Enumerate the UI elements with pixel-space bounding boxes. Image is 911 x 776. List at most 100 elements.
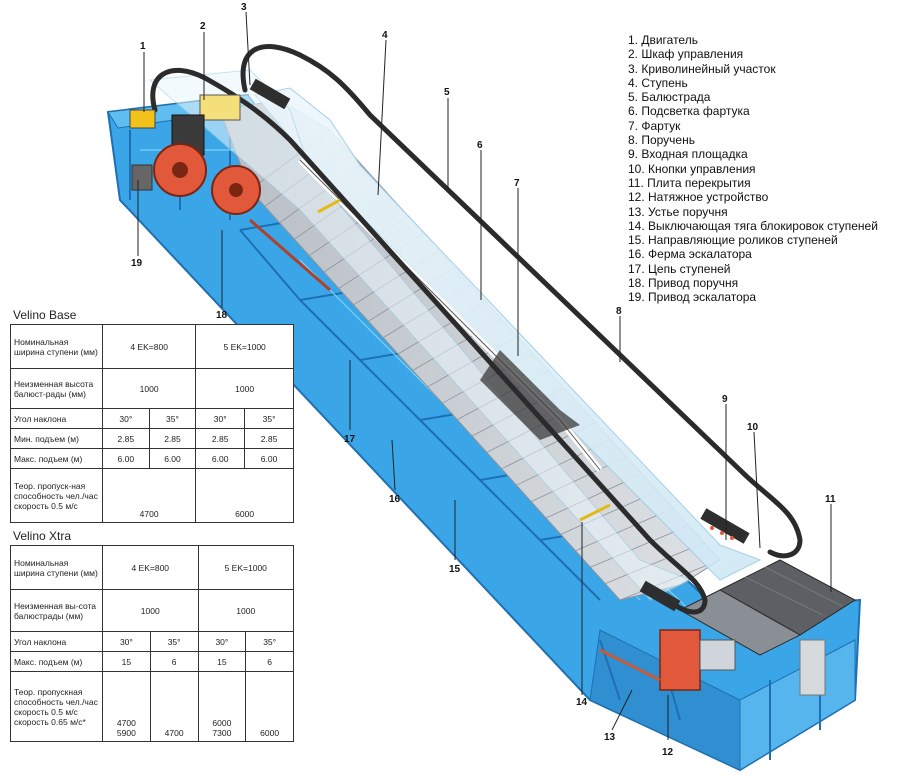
xtra-capacity-label: Теор. пропускная способность чел./час ск… [10, 671, 103, 742]
base-min-rise-cell: 2.85 [102, 428, 150, 449]
newel-controls [249, 78, 750, 612]
skirt [480, 350, 580, 440]
base-min-rise-label: Мин. подъем (м) [10, 428, 103, 449]
base-angle-cell: 30° [195, 408, 246, 429]
legend-item: 1. Двигатель [628, 33, 698, 47]
callout-8: 8 [616, 306, 622, 317]
xtra-angle-cell: 30° [102, 631, 151, 652]
base-width-label: Номинальная ширина ступени (мм) [10, 324, 103, 369]
legend-item: 4. Ступень [628, 75, 688, 90]
legend-item: 12. Натяжное устройство [628, 190, 769, 205]
legend-item: 11. Плита перекрытия [628, 175, 751, 190]
callout-14: 14 [576, 697, 588, 708]
xtra-angle-cell: 35° [149, 631, 199, 652]
table-row: Мин. подъем (м) 2.85 2.85 2.85 2.85 [10, 428, 294, 449]
table-row: Угол наклона 30° 35° 30° 35° [10, 631, 294, 652]
table-row: Неизменная высота балюст-рады (мм) 1000 … [10, 368, 294, 409]
xtra-spec-table: Номинальная ширина ступени (мм) 4 EK=800… [10, 545, 294, 742]
callout-19: 19 [131, 258, 143, 269]
table-row: Неизменная вы-сота балюстрады (мм) 1000 … [10, 589, 294, 632]
legend-item: 10. Кнопки управления [628, 161, 756, 176]
base-max-rise-cell: 6.00 [102, 448, 150, 469]
base-balustrade-b: 1000 [195, 368, 294, 409]
callout-13: 13 [604, 732, 616, 743]
callout-4: 4 [382, 30, 388, 41]
xtra-table-title: Velino Xtra [13, 529, 72, 543]
callout-7: 7 [514, 178, 520, 189]
base-max-rise-cell: 6.00 [244, 448, 294, 469]
handrails [150, 44, 803, 615]
callout-11: 11 [825, 494, 836, 505]
table-row: Макс. подъем (м) 6.00 6.00 6.00 6.00 [10, 448, 294, 469]
xtra-angle-label: Угол наклона [10, 631, 103, 652]
legend-item: 18. Привод поручня [628, 276, 739, 291]
xtra-width-a: 4 EK=800 [102, 545, 199, 590]
base-max-rise-cell: 6.00 [148, 448, 197, 469]
base-max-rise-label: Макс. подъем (м) [10, 448, 103, 469]
callout-2: 2 [200, 21, 206, 32]
legend-item: 8. Поручень [628, 133, 695, 148]
callout-leaders [137, 11, 832, 740]
legend-item: 5. Балюстрада [628, 90, 711, 105]
xtra-balustrade-b: 1000 [197, 589, 294, 632]
table-row: Номинальная ширина ступени (мм) 4 EK=800… [10, 324, 294, 369]
upper-machinery [129, 94, 331, 292]
callout-5: 5 [444, 87, 450, 98]
xtra-angle-cell: 35° [245, 631, 294, 652]
base-angle-cell: 35° [148, 408, 197, 429]
base-table-title: Velino Base [13, 308, 77, 322]
xtra-max-rise-cell: 15 [102, 651, 151, 672]
callout-18: 18 [216, 310, 228, 321]
callout-12: 12 [662, 747, 674, 758]
base-min-rise-cell: 2.85 [244, 428, 294, 449]
callout-numbers: 1 2 3 4 5 6 7 8 9 10 11 12 13 14 15 16 1… [131, 2, 836, 758]
xtra-max-rise-cell: 6 [245, 651, 294, 672]
base-angle-cell: 35° [244, 408, 294, 429]
xtra-capacity-cell: 4700 [149, 671, 199, 742]
legend-item: 19. Привод эскалатора [628, 290, 757, 305]
callout-3: 3 [241, 2, 247, 13]
callout-1: 1 [140, 41, 146, 52]
base-balustrade-label: Неизменная высота балюст-рады (мм) [10, 368, 103, 409]
base-angle-cell: 30° [102, 408, 150, 429]
base-width-a: 4 EK=800 [101, 324, 197, 369]
callout-10: 10 [747, 422, 759, 433]
xtra-capacity-cell: 6000 [245, 671, 294, 742]
xtra-max-rise-cell: 15 [197, 651, 247, 672]
callout-15: 15 [449, 564, 461, 575]
base-angle-label: Угол наклона [10, 408, 103, 429]
base-balustrade-a: 1000 [101, 368, 197, 409]
xtra-max-rise-cell: 6 [149, 651, 199, 672]
callout-17: 17 [344, 434, 356, 445]
base-width-b: 5 EK=1000 [195, 324, 294, 369]
xtra-max-rise-label: Макс. подъем (м) [10, 651, 103, 672]
callout-16: 16 [389, 494, 401, 505]
base-max-rise-cell: 6.00 [195, 448, 246, 469]
base-min-rise-cell: 2.85 [195, 428, 246, 449]
table-row: Макс. подъем (м) 15 6 15 6 [10, 651, 294, 672]
base-capacity-label: Теор. пропуск-ная способность чел./час с… [10, 468, 103, 523]
legend-item: 7. Фартук [628, 118, 681, 133]
xtra-balustrade-label: Неизменная вы-сота балюстрады (мм) [10, 589, 103, 632]
table-row: Теор. пропуск-ная способность чел./час с… [10, 468, 294, 523]
parts-legend: 1. Двигатель 2. Шкаф управления 3. Криво… [628, 33, 878, 305]
table-row: Номинальная ширина ступени (мм) 4 EK=800… [10, 545, 294, 590]
xtra-width-b: 5 EK=1000 [197, 545, 294, 590]
callout-9: 9 [722, 394, 728, 405]
legend-item: 6. Подсветка фартука [628, 104, 750, 119]
safety-rods [317, 198, 611, 522]
base-capacity-b: 6000 [195, 468, 294, 523]
lower-machinery [599, 629, 826, 696]
legend-item: 2. Шкаф управления [628, 47, 744, 62]
xtra-angle-cell: 30° [197, 631, 247, 652]
legend-item: 16. Ферма эскалатора [628, 247, 752, 262]
legend-item: 15. Направляющие роликов ступеней [628, 233, 838, 248]
base-min-rise-cell: 2.85 [148, 428, 197, 449]
table-row: Теор. пропускная способность чел./час ск… [10, 671, 294, 742]
legend-item: 9. Входная площадка [628, 147, 748, 162]
xtra-balustrade-a: 1000 [102, 589, 199, 632]
table-row: Угол наклона 30° 35° 30° 35° [10, 408, 294, 429]
base-capacity-a: 4700 [101, 468, 197, 523]
